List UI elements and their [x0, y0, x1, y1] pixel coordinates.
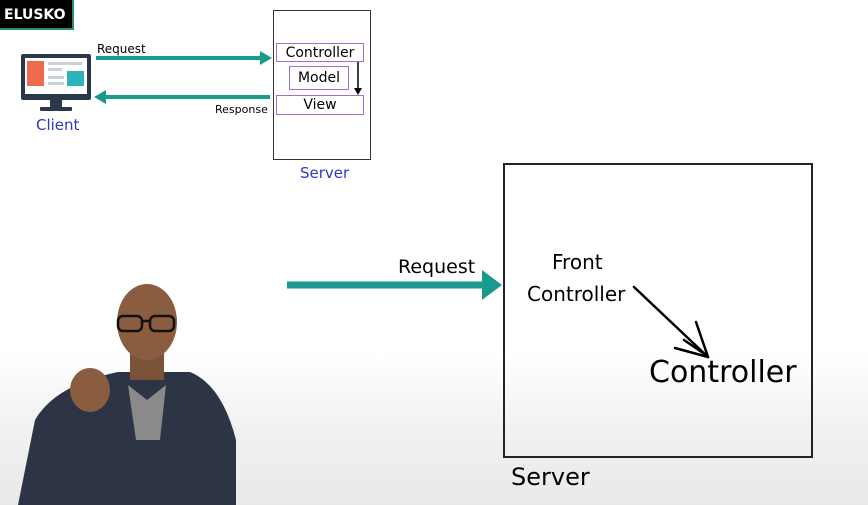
controller-to-view-arrowhead	[354, 88, 362, 95]
view-box-label: View	[303, 97, 337, 113]
client-monitor-icon	[21, 54, 91, 111]
controller-box-label: Controller	[285, 44, 355, 61]
front-to-controller-arrow	[632, 285, 710, 359]
large-request-arrowhead	[482, 270, 502, 300]
small-response-label: Response	[215, 103, 268, 116]
large-request-label: Request	[398, 256, 476, 278]
small-request-label: Request	[97, 42, 146, 56]
elusko-logo: ELUSKO	[0, 0, 74, 30]
small-request-arrowhead	[260, 51, 272, 65]
small-server-label: Server	[300, 164, 350, 182]
small-server-box	[273, 10, 371, 160]
view-box: View	[276, 95, 364, 115]
controller-box: Controller	[276, 43, 364, 62]
presenter-figure	[18, 284, 236, 505]
controller-label: Controller	[649, 355, 797, 390]
client-label: Client	[36, 116, 80, 134]
small-response-arrowhead	[94, 90, 106, 104]
model-box: Model	[289, 66, 349, 90]
model-box-label: Model	[297, 70, 341, 86]
large-server-box	[503, 163, 813, 458]
front-controller-line2: Controller	[527, 282, 626, 306]
front-controller-line1: Front	[552, 250, 603, 274]
large-server-label: Server	[511, 463, 590, 491]
